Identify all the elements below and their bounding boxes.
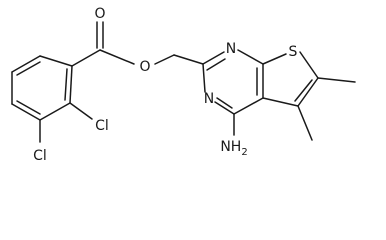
bond <box>39 55 73 67</box>
benzene-ring <box>11 55 73 121</box>
pyrimidine-n3-label: N <box>204 91 214 107</box>
bond <box>214 101 235 115</box>
double-bond-inner <box>64 68 68 101</box>
bond <box>237 49 264 65</box>
methyl-bond <box>297 105 313 141</box>
bond <box>202 63 206 93</box>
molecule-diagram: O O N N S Cl Cl NH2 <box>11 6 356 164</box>
structure-canvas: O O N N S Cl Cl NH2 <box>11 6 356 164</box>
methyl-bond <box>317 77 356 83</box>
bond <box>154 54 175 65</box>
double-bond-inner <box>206 58 226 71</box>
double-bond-inner <box>294 79 313 102</box>
bond <box>262 97 299 107</box>
bond <box>11 55 41 73</box>
bond <box>173 54 204 65</box>
amine-subscript-label: 2 <box>241 147 247 158</box>
bond <box>71 49 101 67</box>
bond <box>99 49 135 65</box>
bond <box>202 51 225 65</box>
double-bond-inner <box>16 100 41 115</box>
bond <box>262 53 287 65</box>
ester-oxygen-label: O <box>139 59 150 75</box>
thiophene-sulfur-label: S <box>289 44 298 60</box>
chlorine-2-label: Cl <box>95 118 109 134</box>
bond <box>11 103 41 121</box>
bond <box>299 51 319 79</box>
amine-main-label: NH <box>220 139 241 155</box>
carbonyl-oxygen-label: O <box>94 6 105 22</box>
methyl-groups <box>297 77 356 141</box>
bond <box>69 65 73 104</box>
thiophene-ring <box>262 51 319 107</box>
bond <box>233 97 264 115</box>
amine-label: NH2 <box>220 139 247 158</box>
bond <box>39 102 71 121</box>
double-bond-inner <box>216 97 233 109</box>
chloro-substituents <box>39 102 93 143</box>
pyrimidine-ring <box>202 49 264 115</box>
ester-group <box>71 21 204 67</box>
double-bond-inner <box>16 61 41 76</box>
bond <box>69 102 93 120</box>
pyrimidine-n1-label: N <box>226 41 236 57</box>
chlorine-3-label: Cl <box>33 148 47 164</box>
bond <box>297 77 319 107</box>
